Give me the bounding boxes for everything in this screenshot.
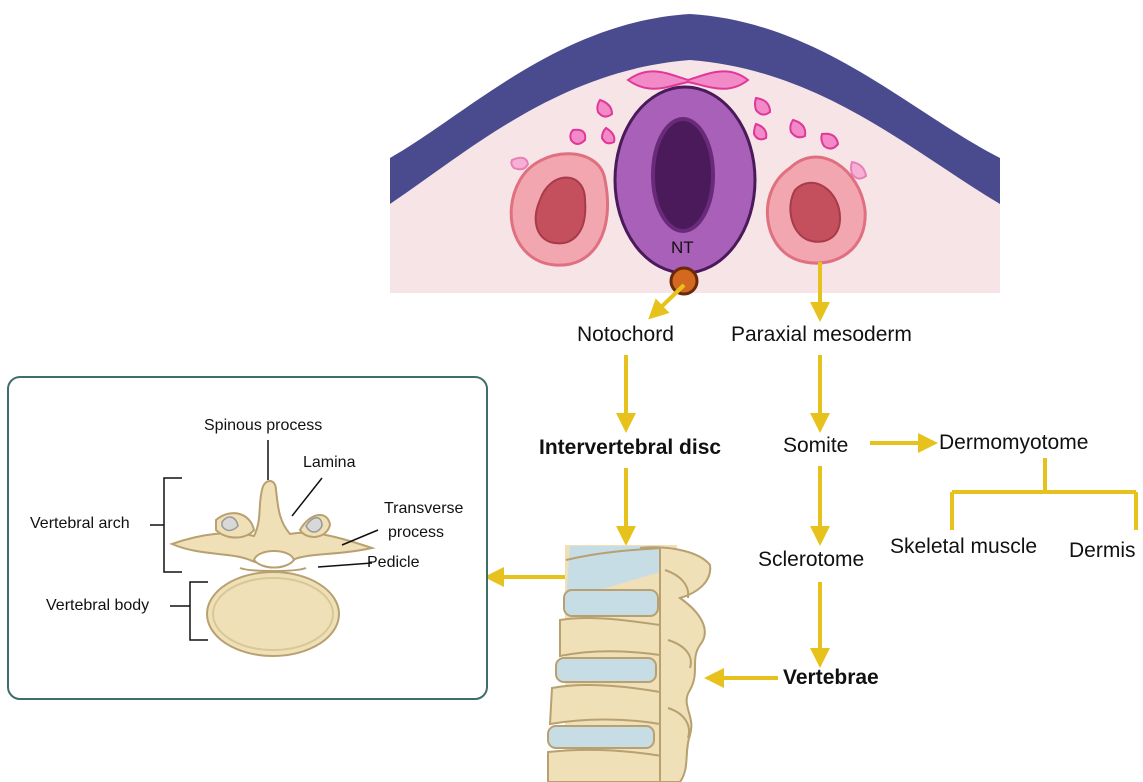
dermomyotome-branch: [952, 458, 1136, 530]
left-somite: [511, 154, 607, 265]
dermis-label: Dermis: [1069, 539, 1136, 563]
sclerotome-label: Sclerotome: [758, 548, 864, 572]
neural-tube-label: NT: [671, 238, 694, 258]
lamina-label: Lamina: [303, 454, 355, 472]
vertebral-arch-label: Vertebral arch: [30, 515, 130, 533]
notochord-structure: [671, 268, 697, 294]
vertebrae-label: Vertebrae: [783, 666, 879, 690]
spinous-process-label: Spinous process: [204, 417, 322, 435]
paraxial-mesoderm-label: Paraxial mesoderm: [731, 323, 912, 347]
notochord-label: Notochord: [577, 323, 674, 347]
somite-label: Somite: [783, 434, 848, 458]
dermomyotome-label: Dermomyotome: [939, 431, 1088, 455]
vertebral-body-label: Vertebral body: [46, 597, 149, 615]
transverse-label-line2: process: [388, 524, 444, 542]
pedicle-label: Pedicle: [367, 554, 419, 572]
skeletal-muscle-label: Skeletal muscle: [890, 535, 1037, 559]
embryo-cross-section: [390, 14, 1000, 294]
transverse-label-line1: Transverse: [384, 500, 463, 518]
intervertebral-disc-label: Intervertebral disc: [539, 436, 721, 460]
spine-illustration: [548, 545, 710, 782]
